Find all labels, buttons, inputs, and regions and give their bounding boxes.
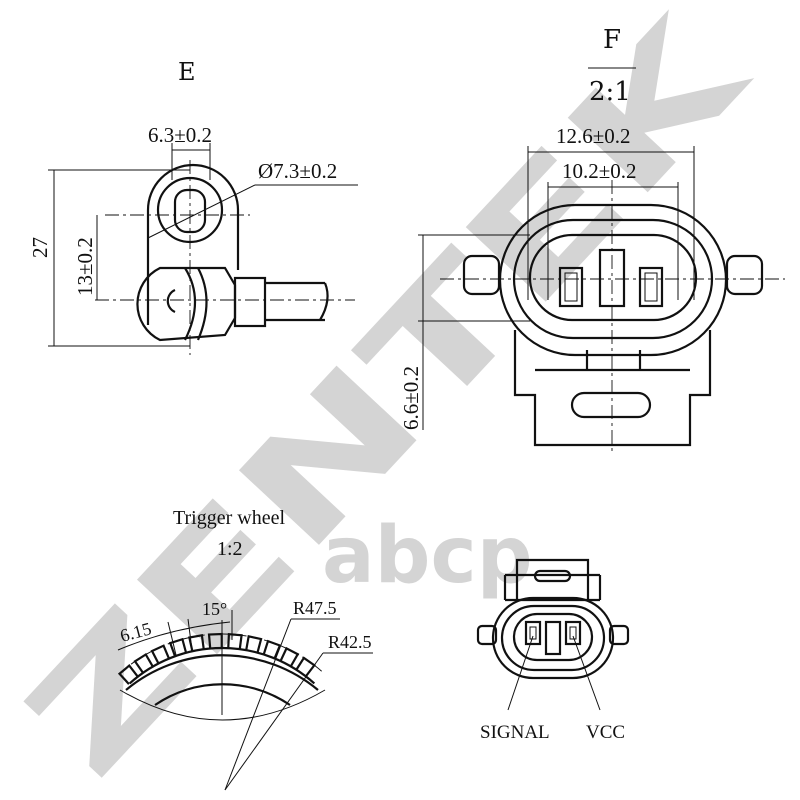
trigger-wheel: Trigger wheel 1:2 6.15 15° R47.5 R42.5: [117, 507, 373, 791]
dim-width-label: 6.3±0.2: [148, 123, 212, 147]
dim-offset-label: 13±0.2: [73, 237, 97, 296]
pin-vcc-label: VCC: [586, 722, 625, 743]
dim-inner-label: 10.2±0.2: [562, 159, 637, 183]
watermark: ZENTEK abcp: [0, 0, 781, 800]
wheel-tooth: [295, 656, 316, 678]
watermark-logo: abcp: [322, 511, 533, 601]
pin-signal-label: SIGNAL: [480, 722, 550, 743]
connector-pinout: SIGNAL VCC: [476, 558, 630, 743]
view-f-title: F: [603, 25, 621, 55]
trigger-wheel-title: Trigger wheel: [173, 507, 285, 529]
trigger-wheel-scale: 1:2: [217, 538, 243, 560]
view-e: E 6.3±0.2 Ø7.3±0.2 27 13±0.2: [28, 58, 358, 355]
view-f-scale: 2:1: [589, 77, 631, 107]
dim-inner-radius-label: R42.5: [328, 632, 372, 652]
wheel-tooth: [279, 646, 300, 667]
wheel-tooth: [227, 632, 243, 650]
wheel-tooth: [133, 652, 154, 674]
wheel-outer-circle: [119, 633, 325, 674]
dim-outer-radius-label: R47.5: [293, 598, 337, 618]
dim-diameter-label: Ø7.3±0.2: [258, 159, 337, 183]
dim-height-label: 27: [28, 237, 52, 258]
dim-angle-label: 15°: [202, 599, 227, 619]
view-e-title: E: [178, 58, 196, 86]
dim-outer-label: 12.6±0.2: [556, 124, 631, 148]
wheel-tooth: [262, 639, 282, 659]
watermark-brand: ZENTEK: [0, 0, 781, 800]
view-f: F 2:1 12.6±0.2 10.2±0.2: [399, 25, 785, 455]
dim-vertical-label: 6.6±0.2: [399, 366, 423, 430]
